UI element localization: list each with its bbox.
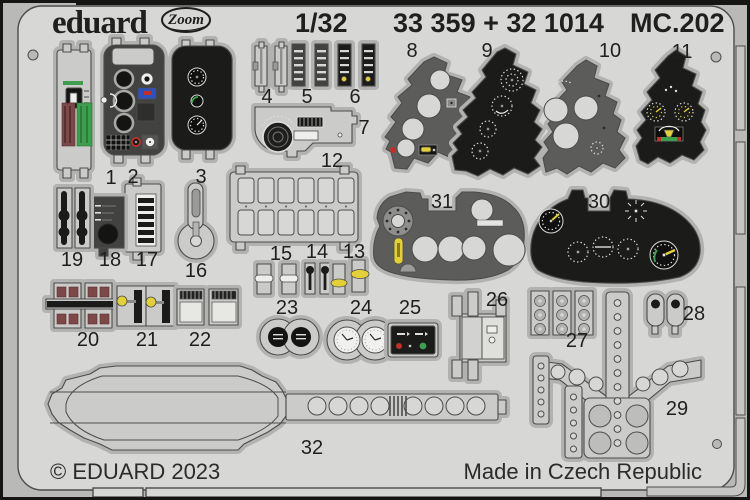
part-label-27: 27 [566, 330, 588, 352]
sheet-bottom-tab [92, 487, 144, 498]
part-label-28: 28 [683, 303, 705, 325]
part-label-32: 32 [301, 437, 323, 459]
edge-strip [735, 141, 746, 235]
part-label-11: 11 [672, 41, 693, 63]
svg-text:Zoom: Zoom [167, 12, 204, 28]
part-4 [253, 42, 287, 92]
part-label-15: 15 [270, 243, 292, 265]
part-12 [230, 166, 358, 250]
part-26 [452, 292, 506, 380]
part-label-10: 10 [599, 40, 621, 62]
origin-text: Made in Czech Republic [464, 459, 702, 484]
part-7 [255, 107, 357, 157]
part-14 [305, 263, 330, 294]
part-16 [178, 183, 214, 259]
part-20 [46, 283, 116, 328]
mounting-hole [710, 51, 722, 63]
edge-strip [735, 45, 746, 131]
part-label-7: 7 [358, 117, 369, 139]
part-label-18: 18 [99, 249, 121, 271]
part-2 [101, 38, 164, 163]
part-11 [636, 50, 706, 164]
part-9 [452, 48, 542, 176]
part-31 [374, 192, 525, 280]
part-label-26: 26 [486, 289, 508, 311]
part-label-9: 9 [481, 40, 492, 62]
mounting-hole [712, 439, 722, 449]
part-label-4: 4 [261, 86, 272, 108]
part-1 [57, 44, 92, 178]
scale-text: 1/32 [295, 8, 348, 38]
zoom-logo: Zoom [161, 7, 211, 33]
part-label-21: 21 [136, 329, 158, 351]
part-23 [260, 319, 319, 355]
part-25 [388, 323, 438, 357]
part-label-8: 8 [406, 40, 417, 62]
part-15 [255, 264, 298, 294]
corner-bracket [646, 417, 746, 497]
part-label-12: 12 [321, 150, 343, 172]
part-label-24: 24 [350, 297, 372, 319]
part-label-22: 22 [189, 329, 211, 351]
part-13 [331, 260, 370, 294]
part-label-31: 31 [431, 191, 453, 213]
part-label-23: 23 [276, 297, 298, 319]
sheet-bottom-tab [145, 487, 602, 498]
brand-logo: eduard [52, 5, 148, 41]
part-6 [338, 44, 375, 86]
part-label-3: 3 [195, 166, 206, 188]
part-29 [533, 292, 701, 458]
part-label-20: 20 [77, 329, 99, 351]
part-8 [385, 57, 472, 169]
part-label-14: 14 [306, 241, 328, 263]
set-numbers: 33 359 + 32 1014 [393, 8, 604, 38]
part-label-5: 5 [301, 86, 312, 108]
rosette-column [534, 295, 590, 335]
part-label-29: 29 [666, 398, 688, 420]
part-label-19: 19 [61, 249, 83, 271]
part-label-16: 16 [185, 260, 207, 282]
part-label-25: 25 [399, 297, 421, 319]
part-label-13: 13 [343, 241, 365, 263]
part-22 [177, 289, 238, 325]
part-32 [48, 366, 506, 450]
part-label-6: 6 [349, 86, 360, 108]
part-19 [57, 188, 90, 248]
edge-strip [735, 286, 746, 416]
part-17 [125, 178, 161, 260]
part-number-labels: 1 2 3 4 5 6 7 8 9 10 11 12 13 14 15 16 1… [61, 40, 705, 459]
part-label-2: 2 [127, 166, 138, 188]
part-5 [292, 44, 328, 86]
part-3 [172, 40, 232, 159]
subject-text: MC.202 [630, 8, 725, 38]
part-18 [91, 197, 124, 256]
copyright-text: © EDUARD 2023 [50, 459, 220, 484]
part-label-30: 30 [588, 191, 610, 213]
part-21 [117, 286, 175, 326]
part-label-17: 17 [136, 249, 158, 271]
part-10 [543, 60, 625, 174]
part-27 [531, 291, 593, 335]
part-30 [531, 190, 700, 283]
part-label-1: 1 [105, 167, 116, 189]
mounting-hole [27, 49, 39, 61]
part-28 [647, 294, 684, 334]
